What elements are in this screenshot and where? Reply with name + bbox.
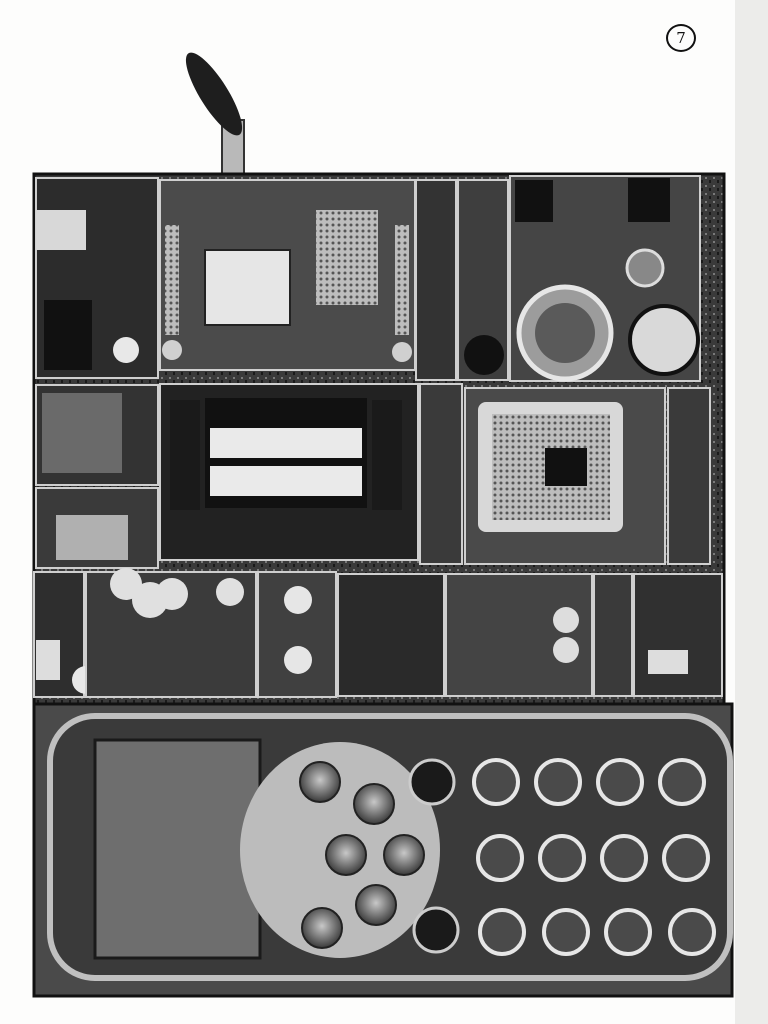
page-number: 7	[666, 24, 696, 52]
main-board	[32, 172, 726, 706]
remote-keypad	[32, 702, 734, 998]
paper-edge	[735, 0, 768, 1024]
